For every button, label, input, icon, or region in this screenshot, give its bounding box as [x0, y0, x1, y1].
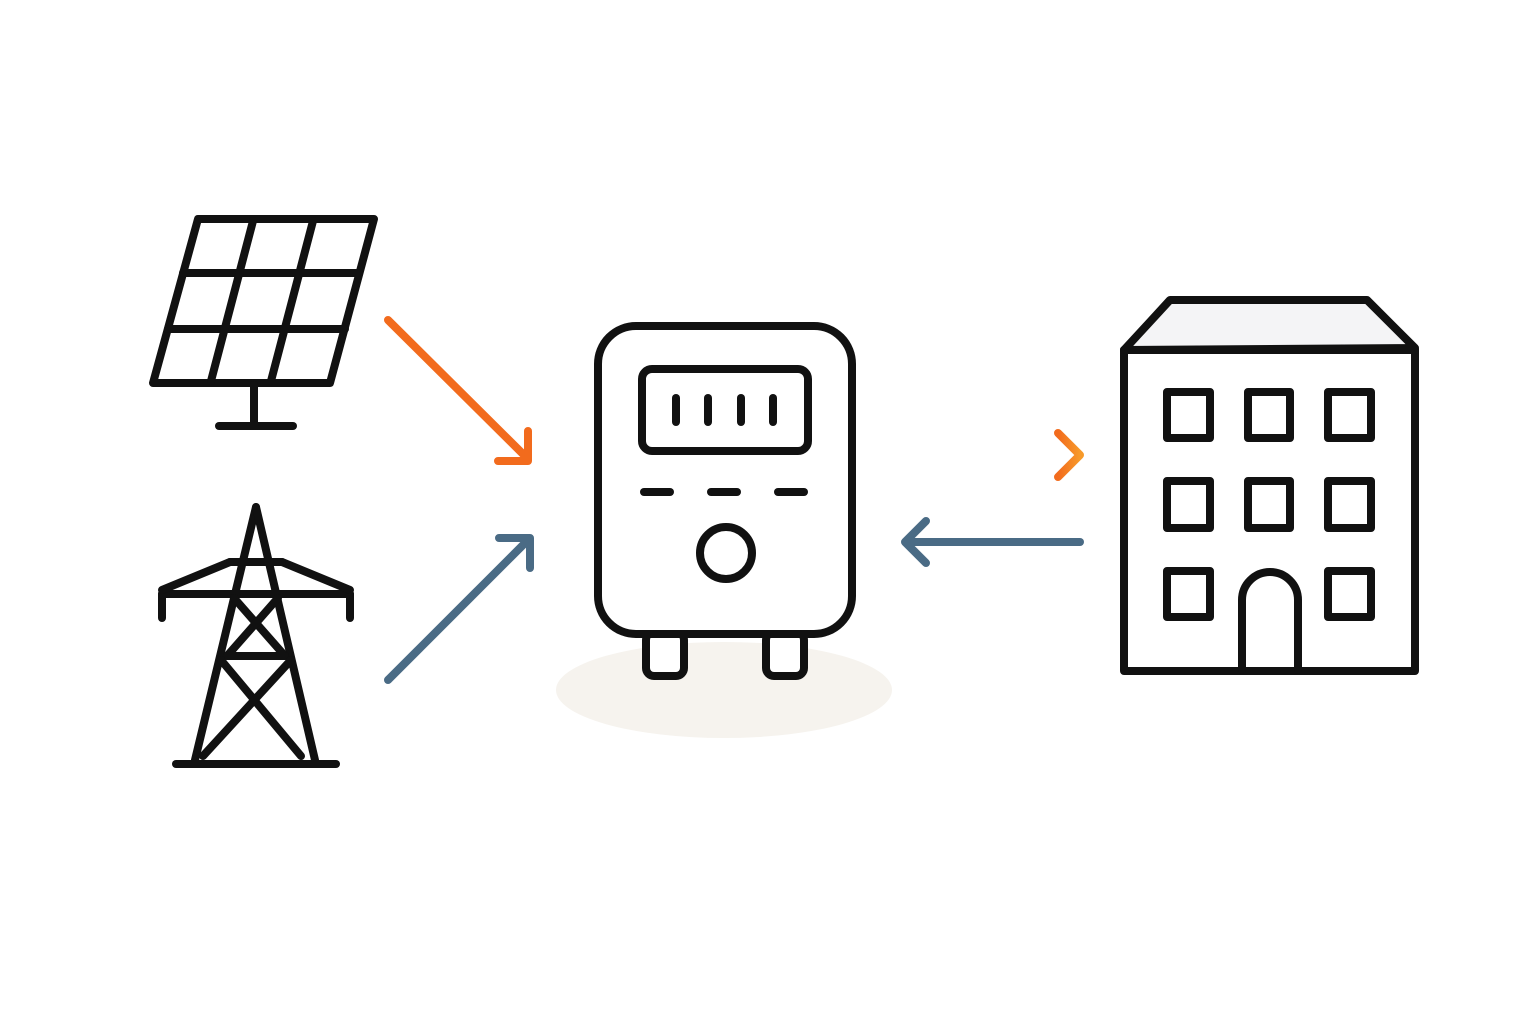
solar-panel-icon	[149, 215, 378, 430]
window	[1163, 388, 1214, 442]
power-pylon-icon	[158, 503, 354, 768]
battery-storage-unit-icon	[556, 322, 892, 738]
flow-arrow-battery-to-building	[898, 429, 1084, 481]
ground-shadow	[556, 642, 892, 738]
window	[1163, 567, 1214, 621]
flow-arrow-building-to-battery	[901, 517, 1084, 567]
building-icon	[1120, 296, 1419, 675]
window	[1324, 567, 1375, 621]
window	[1163, 477, 1214, 532]
display-panel	[638, 365, 812, 455]
window	[1324, 388, 1375, 442]
window	[1324, 477, 1375, 532]
window	[1244, 388, 1294, 442]
flow-arrow-solar-to-battery	[384, 316, 532, 465]
flow-arrow-grid-to-battery	[384, 534, 534, 684]
window	[1244, 477, 1294, 532]
control-knob	[696, 523, 756, 583]
door	[1238, 568, 1302, 674]
